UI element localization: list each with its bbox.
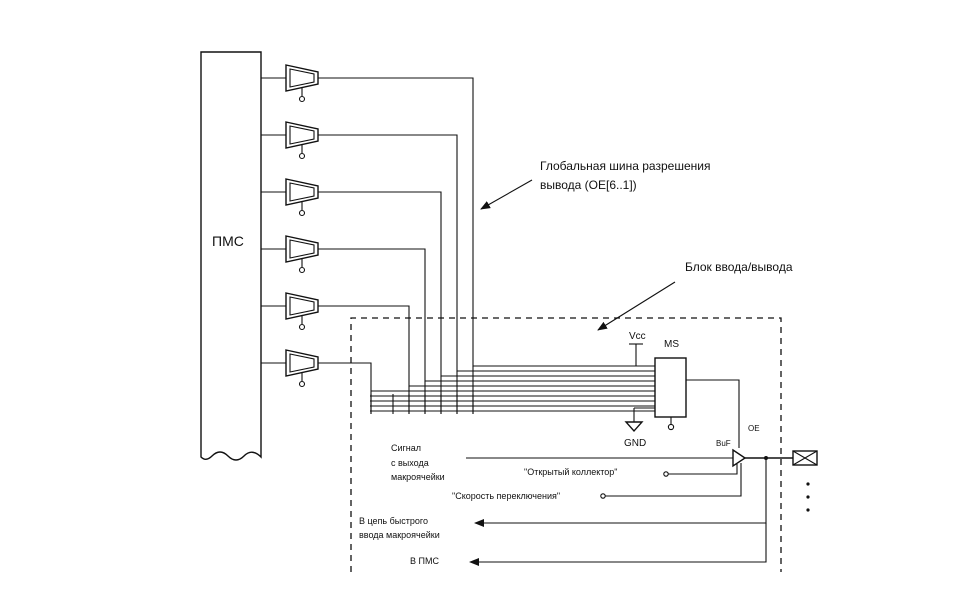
mux-select-bubble — [298, 152, 306, 160]
to-pms-label: В ПМС — [410, 556, 439, 566]
multiplexer-inner — [289, 125, 315, 145]
output-buffer — [732, 448, 747, 468]
open-collector-label: "Открытый коллектор" — [524, 467, 617, 477]
ms-label: MS — [664, 339, 679, 350]
io-block-label: Блок ввода/вывода — [685, 260, 793, 274]
multiplexer — [285, 64, 319, 92]
vcc-label: Vcc — [629, 331, 646, 342]
multiplexer — [285, 292, 319, 320]
oe-label: OE — [748, 424, 760, 433]
oe-bus-line — [318, 362, 372, 414]
multiplexer-inner — [289, 68, 315, 88]
slew-rate-wire — [605, 463, 742, 497]
multiplexer — [285, 349, 319, 377]
pms-block — [200, 51, 262, 461]
oe-bus-line — [318, 191, 655, 377]
mux-select-bubble — [298, 323, 306, 331]
pms-label: ПМС — [212, 233, 244, 249]
bus-label-line2: вывода (OE[6..1]) — [540, 178, 637, 192]
signal-label-3: макроячейки — [391, 472, 445, 482]
pms-feedback — [469, 523, 767, 566]
ms-block — [654, 357, 687, 418]
multiplexer — [285, 121, 319, 149]
pad-dot-3 — [806, 508, 810, 512]
slew-rate-terminal — [600, 493, 606, 499]
buffer-label: BuF — [716, 439, 731, 448]
bus-annotation-arrow — [480, 179, 533, 210]
mux-select-bubble — [298, 209, 306, 217]
oe-bus-line — [318, 305, 655, 387]
bus-label-line1: Глобальная шина разрешения — [540, 159, 710, 173]
multiplexer — [285, 235, 319, 263]
io-pad — [792, 450, 818, 466]
open-collector-terminal — [663, 471, 669, 477]
mux-select-bubble — [298, 266, 306, 274]
pad-dot-2 — [806, 495, 810, 499]
global-oe-bus — [318, 77, 655, 414]
ms-output-wire — [686, 379, 740, 448]
mux-select-bubble — [298, 380, 306, 388]
oe-bus-line — [318, 248, 655, 382]
multiplexer — [285, 178, 319, 206]
io-block-annotation-arrow — [597, 281, 676, 331]
mux-select-bubble — [298, 95, 306, 103]
gnd-label: GND — [624, 438, 646, 449]
multiplexer-inner — [289, 353, 315, 373]
signal-label-2: с выхода — [391, 458, 429, 468]
mux-group — [261, 64, 319, 388]
io-pad-cross — [792, 450, 818, 466]
fast-input-label-2: ввода макроячейки — [359, 530, 440, 540]
oe-bus-line — [318, 77, 655, 367]
signal-label-1: Сигнал — [391, 443, 421, 453]
multiplexer-inner — [289, 296, 315, 316]
fast-input-label-1: В цепь быстрого — [359, 516, 428, 526]
pad-dot-1 — [806, 482, 810, 486]
multiplexer-inner — [289, 182, 315, 202]
slew-rate-label: "Скорость переключения" — [452, 491, 560, 501]
gnd-symbol — [624, 421, 644, 433]
ms-select-bubble — [667, 423, 675, 431]
multiplexer-inner — [289, 239, 315, 259]
oe-bus-line — [318, 134, 655, 372]
io-block-boundary — [350, 317, 782, 572]
open-collector-wire — [668, 464, 738, 475]
